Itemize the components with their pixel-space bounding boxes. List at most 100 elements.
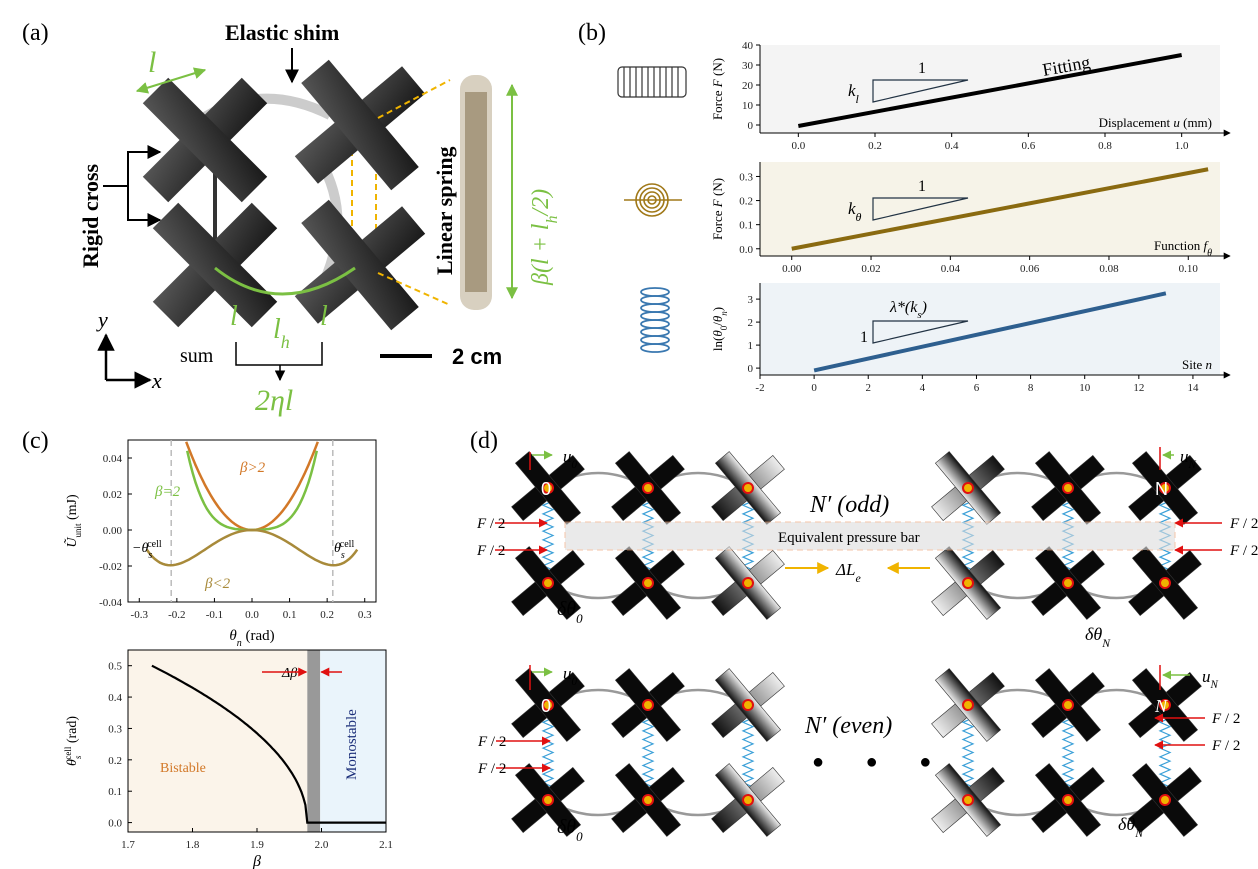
bistable-region (128, 650, 308, 832)
x-tick-label: 10 (1079, 382, 1091, 394)
y-tick-label: 2 (748, 317, 754, 329)
site-0-label: 0 (541, 696, 551, 716)
y-axis-label: Ũunit (mJ) (63, 494, 83, 548)
cross-bottom (1128, 763, 1202, 837)
force-label: F / 2 (477, 734, 506, 750)
even-label: N′ (even) (804, 713, 892, 739)
x-tick-label: 0.1 (283, 609, 297, 621)
rigid-cross-bracket (103, 151, 160, 221)
x-tick-label: 2 (865, 382, 871, 394)
delta-L-label: ΔLe (835, 560, 861, 585)
force-label: F / 2 (1211, 711, 1240, 727)
x-tick-label: 1.8 (186, 839, 200, 851)
cross-bottom (1031, 763, 1105, 837)
label-beta-eq-2: β=2 (154, 484, 181, 500)
cross-bottom (1128, 546, 1202, 620)
cross-bottom (1031, 546, 1105, 620)
panel-a: (a) l Elastic shim Rig (22, 20, 561, 417)
x-tick-label: 6 (974, 382, 980, 394)
x-tick-label: -0.1 (206, 609, 223, 621)
sum-bracket (235, 342, 323, 366)
y-tick-label: -0.04 (99, 597, 122, 609)
linear-spring-photo (460, 75, 492, 310)
x-tick-label: 0.02 (861, 263, 880, 275)
axis-y-label: y (96, 307, 108, 332)
delta-beta-label: Δβ (281, 666, 297, 681)
torsion-spring-icon (624, 183, 682, 217)
helical-spring-icon (640, 287, 670, 353)
x-tick-label: 8 (1028, 382, 1034, 394)
x-tick-label: 0.3 (358, 609, 372, 621)
y-tick-label: 0 (748, 363, 754, 375)
y-tick-label: 40 (742, 40, 754, 52)
y-tick-label: 0.2 (739, 196, 753, 208)
cross-top (931, 668, 1005, 742)
y-tick-label: 0.00 (103, 525, 123, 537)
critical-curve (151, 664, 386, 824)
force-label: F / 2 (476, 543, 505, 559)
y-tick-label: 30 (742, 60, 754, 72)
panel-d-label: (d) (470, 428, 498, 454)
cross-bottom (611, 546, 685, 620)
x-tick-label: 14 (1187, 382, 1199, 394)
ellipsis: ● ● ● (812, 751, 949, 773)
y-tick-label: 1 (748, 340, 754, 352)
y-tick-label: 0.1 (739, 220, 753, 232)
rigid-cross-bottom-right (294, 199, 426, 331)
y-tick-label: 0.5 (108, 661, 122, 673)
rigid-cross-label: Rigid cross (78, 163, 103, 268)
callout-line-bottom (377, 272, 451, 306)
y-tick-label: 0.3 (739, 171, 753, 183)
cross-bottom (611, 763, 685, 837)
site-N-label: N (1154, 696, 1168, 716)
neg-theta-s-label: −θscell (132, 539, 162, 561)
cross-top (711, 668, 785, 742)
lh-curve (214, 266, 356, 296)
rigid-cross-top-right (294, 59, 426, 191)
monostable-region (320, 650, 386, 832)
x-tick-label: 0.4 (945, 140, 959, 152)
y-axis-label: ln(θ0/θn) (710, 307, 729, 351)
y-tick-label: 0.0 (739, 244, 753, 256)
panel-b-label: (b) (578, 20, 606, 46)
y-tick-label: -0.02 (99, 561, 122, 573)
cross-top (1031, 668, 1105, 742)
elastic-shim-label: Elastic shim (225, 20, 339, 45)
dtheta0-label: δθ0 (557, 816, 583, 844)
cross-bottom (711, 763, 785, 837)
scale-bar-label: 2 cm (452, 344, 502, 369)
x-tick-label: -2 (755, 382, 764, 394)
linear-spring-label: Linear spring (432, 146, 457, 275)
axis-x-label: x (151, 368, 162, 393)
coil-spring-icon (617, 66, 687, 98)
site-0-label: 0 (541, 479, 551, 499)
force-label: F / 2 (476, 516, 505, 532)
y-tick-label: 0.0 (108, 818, 122, 830)
two-eta-l-label: 2ηl (255, 384, 293, 417)
site-N-label: N (1155, 479, 1168, 499)
equivalent-pressure-bar (564, 521, 1176, 551)
label-beta-lt-2: β<2 (204, 576, 231, 592)
label-beta-gt-2: β>2 (239, 460, 266, 476)
slope-label: kl (848, 81, 860, 106)
x-axis-label: Displacement u (mm) (1099, 115, 1212, 130)
slope-triangle (872, 197, 969, 221)
x-tick-label: 2.0 (315, 839, 329, 851)
cross-top (1128, 451, 1202, 525)
x-tick-label: 0.2 (320, 609, 334, 621)
cross-bottom (931, 546, 1005, 620)
cross-top (611, 668, 685, 742)
x-axis-label: Site n (1182, 357, 1212, 372)
x-tick-label: 2.1 (379, 839, 393, 851)
force-label: F / 2 (477, 761, 506, 777)
y-axis-label: θscell (rad) (63, 716, 83, 766)
panel-c-label: (c) (22, 428, 49, 454)
rigid-cross-top-left (142, 77, 268, 203)
x-tick-label: 4 (920, 382, 926, 394)
l-dimension (135, 67, 207, 94)
